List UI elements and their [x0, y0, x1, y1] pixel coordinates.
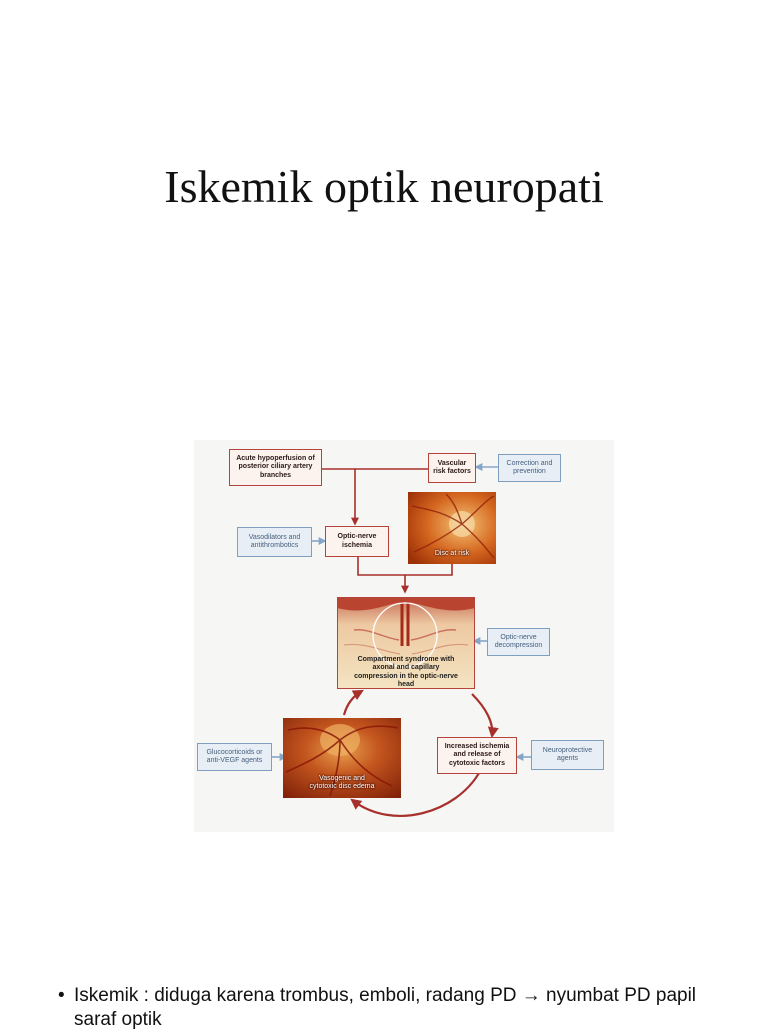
- diagram-connectors: [272, 463, 531, 817]
- vascular-risk-box: Vascular risk factors: [428, 453, 476, 483]
- compartment-syndrome-panel: Compartment syndrome with axonal and cap…: [337, 597, 475, 689]
- arrow-hypoperfusion-to-ischemia: [322, 468, 359, 526]
- glucocorticoids-box: Glucocorticoids or anti-VEGF agents: [197, 743, 272, 771]
- correction-prevention-box: Correction and prevention: [498, 454, 561, 482]
- neuroprotective-box: Neuroprotective agents: [531, 740, 604, 770]
- disc-edema-image: [283, 718, 401, 798]
- disc-at-risk-image: [408, 492, 496, 564]
- bullet-point: • Iskemik : diduga karena trombus, embol…: [58, 984, 738, 1032]
- cycle-arrow-compartment-to-ischemia: [471, 693, 499, 739]
- optic-nerve-decompression-box: Optic-nerve decompression: [487, 628, 550, 656]
- disc-edema-photo: Vasogenic and cytotoxic disc edema: [283, 718, 401, 798]
- vasodilators-box: Vasodilators and antithrombotics: [237, 527, 312, 557]
- acute-hypoperfusion-box: Acute hypoperfusion of posterior ciliary…: [229, 449, 322, 486]
- increased-ischemia-box: Increased ischemia and release of cytoto…: [437, 737, 517, 774]
- optic-nerve-ischemia-box: Optic-nerve ischemia: [325, 526, 389, 557]
- cycle-arrow-edema-to-compartment: [342, 689, 364, 716]
- pathophysiology-diagram: Acute hypoperfusion of posterior ciliary…: [194, 440, 614, 832]
- disc-at-risk-photo: Disc at risk: [408, 492, 496, 564]
- arrow-ischemia-to-compartment: [357, 557, 409, 594]
- bullet-marker: •: [58, 985, 65, 1006]
- slide-title: Iskemik optik neuropati: [164, 161, 604, 212]
- disc-at-risk-label: Disc at risk: [434, 550, 470, 557]
- cycle-arrow-ischemia-to-edema: [350, 772, 480, 817]
- compartment-syndrome-label: Compartment syndrome with axonal and cap…: [354, 656, 458, 689]
- optic-nerve-head-illustration: [337, 597, 475, 689]
- arrow-disc-to-compartment: [405, 564, 453, 576]
- disc-edema-label: Vasogenic and cytotoxic disc edema: [309, 775, 375, 791]
- bullet-text: Iskemik : diduga karena trombus, emboli,…: [74, 985, 697, 1030]
